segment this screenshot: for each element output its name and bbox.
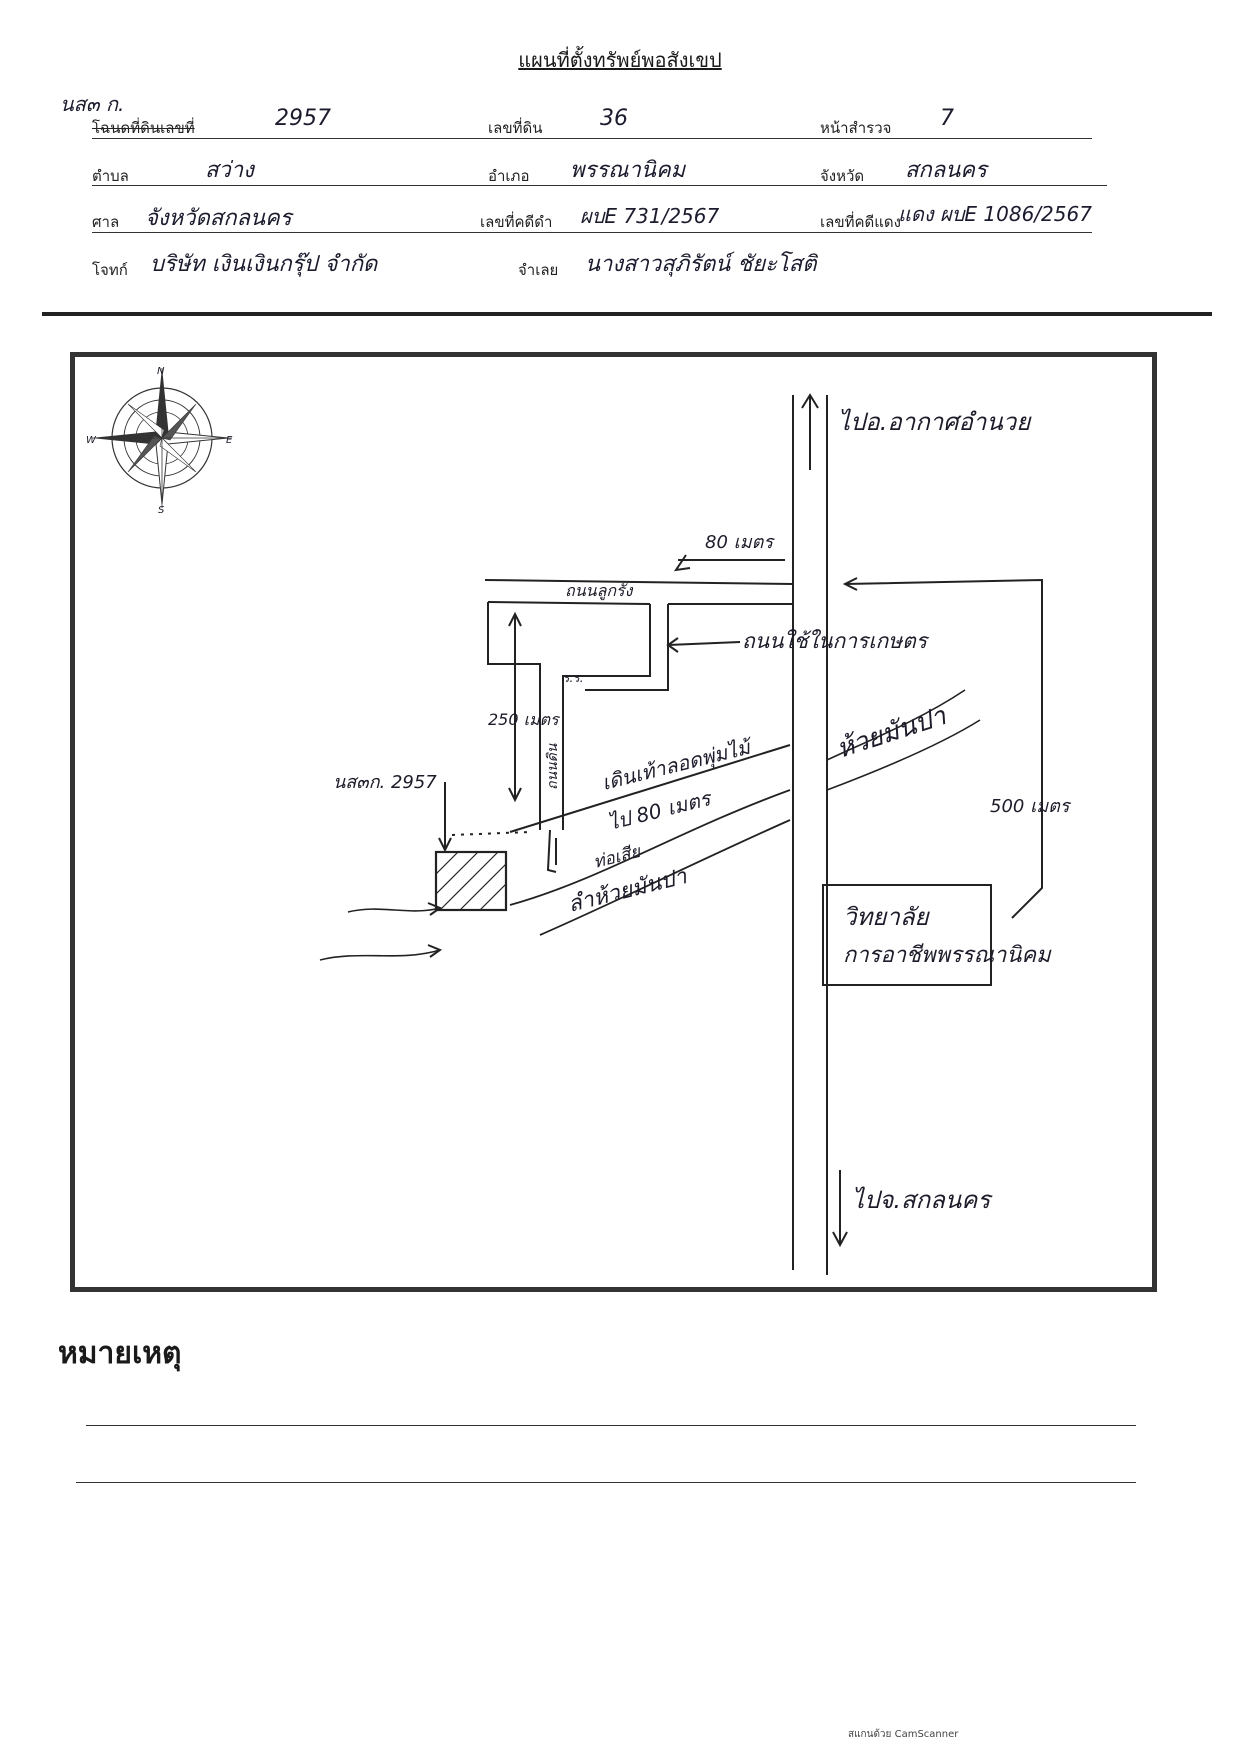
document-title: แผนที่ตั้งทรัพย์พอสังเขป bbox=[518, 48, 722, 72]
scanner-footer: สแกนด้วย CamScanner bbox=[848, 1729, 959, 1740]
remarks-label: หมายเหตุ bbox=[58, 1336, 182, 1371]
deed-type-handwritten: นส๓ ก. bbox=[60, 92, 125, 116]
black-case-value: ผบE 731/2567 bbox=[580, 204, 720, 228]
parcel-label: นส๓ก. 2957 bbox=[333, 772, 437, 793]
dist-500m: 500 เมตร bbox=[990, 796, 1072, 817]
land-doc-value: 2957 bbox=[275, 106, 331, 131]
compass-s: S bbox=[158, 505, 165, 516]
small-mark: ร.ร. bbox=[563, 671, 584, 685]
walk-path-label: เดินเท้าลอดพุ่มไม้ bbox=[599, 734, 756, 796]
header-separator bbox=[42, 312, 1212, 316]
court-value: จังหวัดสกลนคร bbox=[145, 206, 292, 231]
college-line2: การอาชีพพรรณานิคม bbox=[843, 943, 1052, 968]
province-label: จังหวัด bbox=[820, 167, 865, 185]
road-name-top: ถนนลูกรัง bbox=[565, 581, 634, 601]
compass-n: N bbox=[157, 366, 165, 377]
survey-page-value: 7 bbox=[940, 106, 954, 131]
compass-w: W bbox=[86, 435, 97, 446]
row3-underline bbox=[92, 232, 1092, 233]
compass-icon bbox=[92, 368, 232, 508]
to-south-label: ไปจ.สกลนคร bbox=[852, 1186, 993, 1214]
dist-250m: 250 เมตร bbox=[488, 710, 561, 729]
land-parcel bbox=[434, 850, 508, 912]
district-value: พรรณานิคม bbox=[570, 158, 686, 183]
district-label: อำเภอ bbox=[488, 167, 530, 185]
laterite-road bbox=[484, 579, 794, 585]
compass-e: E bbox=[226, 435, 233, 446]
land-no-label: เลขที่ดิน bbox=[488, 119, 543, 137]
stream-name-west: ลำห้วยมันปา bbox=[565, 864, 690, 918]
defendant-value: นางสาวสุภิรัตน์ ชัยะโสติ bbox=[585, 252, 817, 277]
subdistrict-value: สว่าง bbox=[205, 158, 254, 183]
row1-underline bbox=[92, 138, 1092, 139]
land-doc-label: โฉนดที่ดินเลขที่ bbox=[92, 119, 195, 137]
remarks-line-1 bbox=[86, 1425, 1136, 1426]
black-case-label: เลขที่คดีดำ bbox=[480, 213, 553, 231]
water-pipe-label: ท่อเสีย bbox=[591, 842, 643, 873]
road-vertical-label: ถนนดิน bbox=[545, 743, 561, 790]
subdistrict-label: ตำบล bbox=[92, 167, 129, 185]
province-value: สกลนคร bbox=[905, 158, 987, 183]
defendant-label: จำเลย bbox=[518, 261, 559, 279]
plaintiff-value: บริษัท เงินเงินกรุ๊ป จำกัด bbox=[150, 252, 378, 277]
road-concrete-label: ถนนใช้ในการเกษตร bbox=[742, 629, 930, 653]
college-line1: วิทยาลัย bbox=[843, 903, 931, 931]
survey-page-label: หน้าสำรวจ bbox=[820, 119, 892, 137]
red-case-label: เลขที่คดีแดง bbox=[820, 213, 901, 231]
dist-80m-top: 80 เมตร bbox=[705, 532, 775, 553]
court-label: ศาล bbox=[92, 213, 120, 231]
college-building bbox=[822, 884, 992, 986]
stream-name-east: ห้วยมันปา bbox=[833, 701, 951, 765]
map-frame bbox=[70, 352, 1157, 1292]
remarks-line-2 bbox=[76, 1482, 1136, 1483]
plaintiff-label: โจทก์ bbox=[92, 261, 128, 279]
to-north-label: ไปอ.อากาศอำนวย bbox=[838, 408, 1032, 436]
land-no-value: 36 bbox=[600, 106, 628, 131]
red-case-value: แดง ผบE 1086/2567 bbox=[898, 202, 1092, 226]
row2-underline bbox=[92, 185, 1107, 186]
